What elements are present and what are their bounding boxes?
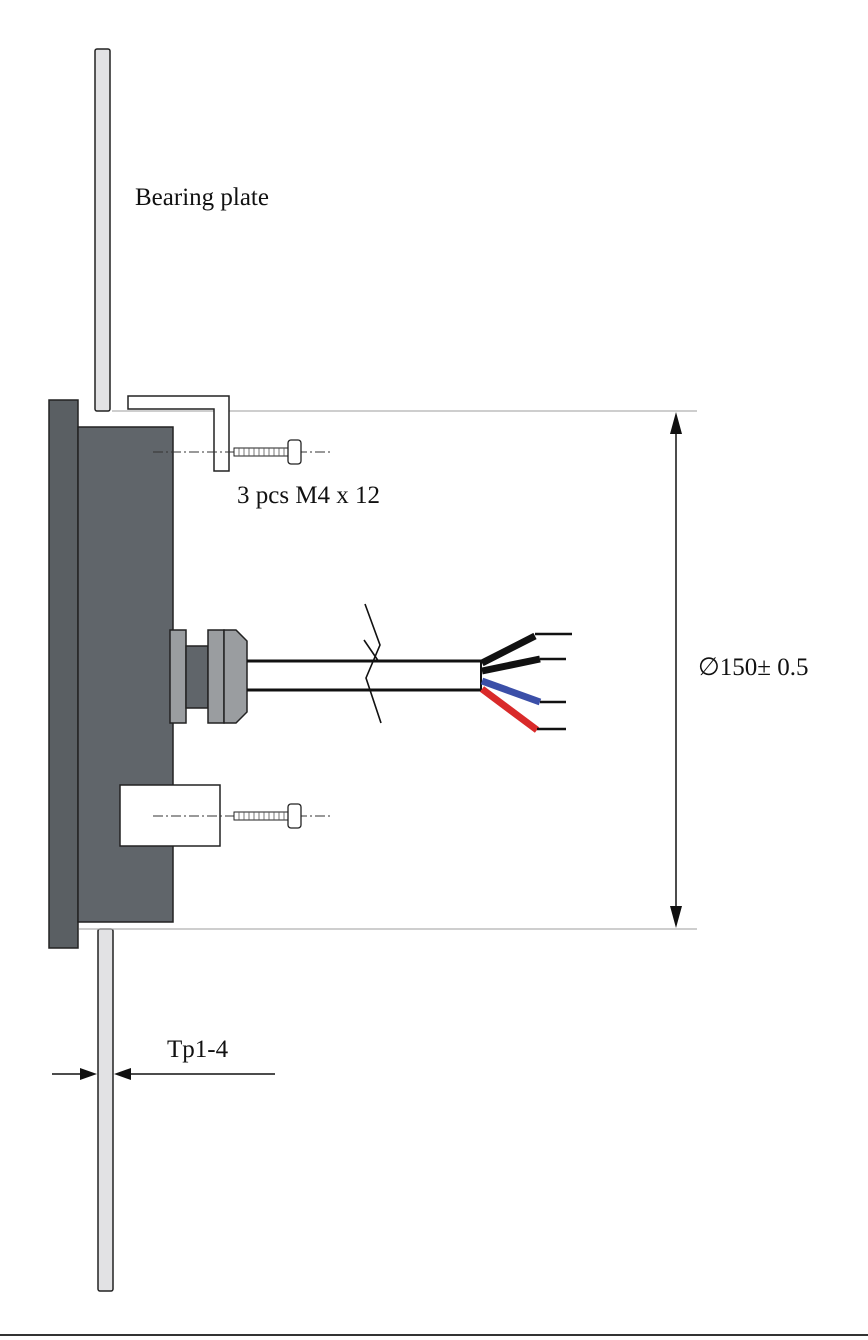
diameter-arrow-top (670, 412, 682, 434)
wire-blue (480, 677, 542, 706)
thickness-label: Tp1-4 (167, 1036, 229, 1063)
bearing-plate-label: Bearing plate (135, 184, 269, 211)
instrument-housing (48, 399, 174, 949)
thickness-arrow-left (80, 1068, 97, 1080)
cable-gland-cap (223, 629, 248, 724)
cable-gland (169, 629, 248, 724)
diameter-dimension (670, 412, 682, 928)
wire-black-2 (481, 655, 541, 675)
screw-shaft-bottom (233, 811, 290, 821)
mounting-clamp-bottom (119, 784, 221, 847)
cable-break-mark-right (363, 639, 380, 663)
screw-head-bottom (287, 803, 302, 829)
wire-red (479, 686, 540, 733)
screw-shaft-top (233, 447, 290, 457)
instrument-body (77, 426, 174, 923)
instrument-front-bezel (48, 399, 79, 949)
cable-gland-nut (207, 629, 225, 724)
bearing-plate-lower (97, 928, 114, 1292)
bearing-plate-upper (94, 48, 111, 412)
diameter-label: ∅150± 0.5 (698, 654, 809, 681)
screw-top (153, 439, 333, 465)
screw-bottom (153, 803, 333, 829)
thickness-arrow-right (114, 1068, 131, 1080)
cable-gland-body (185, 645, 209, 709)
screw-thread-bottom (238, 812, 285, 820)
cable-gland-washer (169, 629, 187, 724)
screw-thread-top (238, 448, 285, 456)
diameter-arrow-bottom (670, 906, 682, 928)
thickness-dimension (52, 1068, 275, 1080)
cable (247, 603, 482, 724)
wire-black-1 (480, 632, 537, 667)
cable-break-mark-left (364, 603, 382, 724)
mounting-bracket-top (127, 395, 230, 472)
screws-label: 3 pcs M4 x 12 (237, 482, 380, 509)
wires (479, 632, 572, 733)
screw-head-top (287, 439, 302, 465)
